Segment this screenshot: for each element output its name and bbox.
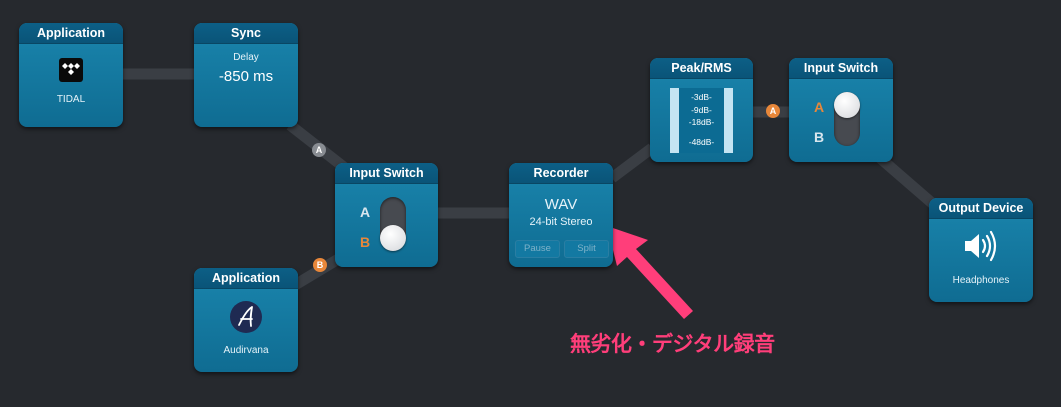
- toggle-knob[interactable]: [380, 225, 406, 251]
- node-title: Application: [19, 23, 123, 44]
- audirvana-logo-icon: [230, 301, 262, 333]
- toggle-knob[interactable]: [834, 92, 860, 118]
- node-title: Sync: [194, 23, 298, 44]
- input-switch-node-1[interactable]: Input Switch A B: [335, 163, 438, 267]
- annotation-label: 無劣化・デジタル録音: [570, 332, 775, 356]
- annotation-arrow-icon: [607, 226, 693, 319]
- speaker-icon: [961, 229, 1001, 268]
- delay-label: Delay: [233, 52, 259, 63]
- wire-recorder-meter: [608, 143, 656, 183]
- peak-rms-node[interactable]: Peak/RMS -3dB- -9dB- -18dB- -48dB-: [650, 58, 753, 162]
- node-title: Input Switch: [789, 58, 893, 79]
- meter-tick-label: -9dB-: [691, 105, 712, 115]
- switch-label-b: B: [360, 234, 371, 250]
- switch-label-a: A: [360, 204, 371, 220]
- meter-tick-label: -48dB-: [688, 137, 715, 147]
- meter-tick-label: -18dB-: [688, 117, 715, 127]
- pause-button[interactable]: Pause: [515, 240, 560, 258]
- meter-bar-right: [724, 88, 733, 153]
- port-badge-a-sync: A: [312, 143, 326, 157]
- application-caption: TIDAL: [56, 94, 86, 105]
- meter-tick-label: -3dB-: [691, 92, 712, 102]
- output-device-node[interactable]: Output Device Headphones: [929, 198, 1033, 302]
- node-title: Input Switch: [335, 163, 438, 184]
- recorder-node[interactable]: Recorder WAV 24-bit Stereo Pause Split: [509, 163, 613, 267]
- recording-detail: 24-bit Stereo: [529, 216, 593, 228]
- node-title: Output Device: [929, 198, 1033, 219]
- meter-scale: -3dB- -9dB- -18dB- -48dB-: [679, 88, 724, 153]
- input-switch-node-2[interactable]: Input Switch A B: [789, 58, 893, 162]
- port-badge-b-audirvana: B: [313, 258, 327, 272]
- application-caption: Audirvana: [223, 345, 269, 356]
- recording-format: WAV: [544, 196, 578, 213]
- switch-label-b: B: [814, 129, 825, 145]
- node-title: Application: [194, 268, 298, 289]
- application-node-audirvana[interactable]: Application Audirvana: [194, 268, 298, 372]
- tidal-logo-icon: [59, 58, 83, 82]
- split-button[interactable]: Split: [564, 240, 609, 258]
- input-toggle-switch[interactable]: [380, 197, 406, 251]
- node-title: Peak/RMS: [650, 58, 753, 79]
- sync-node[interactable]: Sync Delay -850 ms: [194, 23, 298, 127]
- switch-label-a: A: [814, 99, 825, 115]
- meter-bar-left: [670, 88, 679, 153]
- delay-value[interactable]: -850 ms: [218, 68, 274, 85]
- application-node-tidal[interactable]: Application TIDAL: [19, 23, 123, 127]
- node-title: Recorder: [509, 163, 613, 184]
- input-toggle-switch[interactable]: [834, 92, 860, 146]
- port-badge-a-meter: A: [766, 104, 780, 118]
- output-device-caption: Headphones: [952, 275, 1010, 286]
